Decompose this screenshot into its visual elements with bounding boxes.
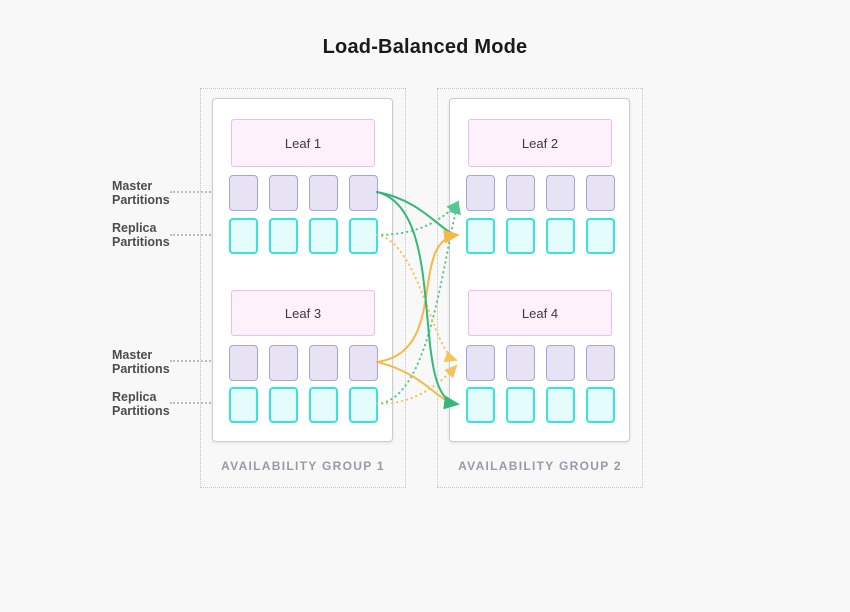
replica-partition: [309, 218, 338, 254]
master-partition: [586, 175, 615, 211]
master-partition: [269, 345, 298, 381]
leaf-4-replica-partition-row: [466, 387, 615, 423]
master-partition: [229, 175, 258, 211]
availability-group-1: Leaf 1 Leaf 3: [200, 88, 406, 488]
master-partition: [506, 345, 535, 381]
leaf-4-master-partition-row: [466, 345, 615, 381]
leaf-1-replica-partition-row: [229, 218, 378, 254]
master-partition: [349, 175, 378, 211]
availability-group-2-label: AVAILABILITY GROUP 2: [458, 459, 622, 473]
replica-partition: [546, 387, 575, 423]
replica-partition: [466, 387, 495, 423]
diagram-title: Load-Balanced Mode: [322, 36, 528, 58]
label-replica-partitions-top: Replica Partitions: [112, 221, 170, 249]
leaf-3-master-partition-row: [229, 345, 378, 381]
replica-partition: [506, 218, 535, 254]
replica-partition: [309, 387, 338, 423]
leaf-2-replica-partition-row: [466, 218, 615, 254]
leader-line-replica-top: [170, 234, 227, 236]
master-partition: [229, 345, 258, 381]
master-partition: [506, 175, 535, 211]
replica-partition: [506, 387, 535, 423]
leaf-4-box: Leaf 4: [468, 290, 612, 336]
leader-line-master-top: [170, 191, 227, 193]
replica-partition: [269, 218, 298, 254]
master-partition: [466, 175, 495, 211]
availability-group-2: Leaf 2 Leaf 4: [437, 88, 643, 488]
master-partition: [466, 345, 495, 381]
label-replica-partitions-bottom: Replica Partitions: [112, 390, 170, 418]
master-partition: [546, 345, 575, 381]
replica-partition: [586, 387, 615, 423]
leaf-1-box: Leaf 1: [231, 119, 375, 167]
replica-partition: [466, 218, 495, 254]
master-partition: [586, 345, 615, 381]
availability-group-1-label: AVAILABILITY GROUP 1: [221, 459, 385, 473]
leader-line-master-bottom: [170, 360, 227, 362]
replica-partition: [349, 387, 378, 423]
replica-partition: [546, 218, 575, 254]
replica-partition: [229, 218, 258, 254]
leaf-2-master-partition-row: [466, 175, 615, 211]
label-master-partitions-bottom: Master Partitions: [112, 348, 170, 376]
master-partition: [309, 345, 338, 381]
leaf-3-replica-partition-row: [229, 387, 378, 423]
leader-line-replica-bottom: [170, 402, 227, 404]
leaf-3-box: Leaf 3: [231, 290, 375, 336]
master-partition: [546, 175, 575, 211]
leaf-1-master-partition-row: [229, 175, 378, 211]
replica-partition: [349, 218, 378, 254]
replica-partition: [269, 387, 298, 423]
replica-partition: [586, 218, 615, 254]
label-master-partitions-top: Master Partitions: [112, 179, 170, 207]
master-partition: [309, 175, 338, 211]
leaf-card-group2: Leaf 2 Leaf 4: [449, 98, 630, 442]
leaf-2-box: Leaf 2: [468, 119, 612, 167]
replica-partition: [229, 387, 258, 423]
leaf-card-group1: Leaf 1 Leaf 3: [212, 98, 393, 442]
master-partition: [269, 175, 298, 211]
master-partition: [349, 345, 378, 381]
